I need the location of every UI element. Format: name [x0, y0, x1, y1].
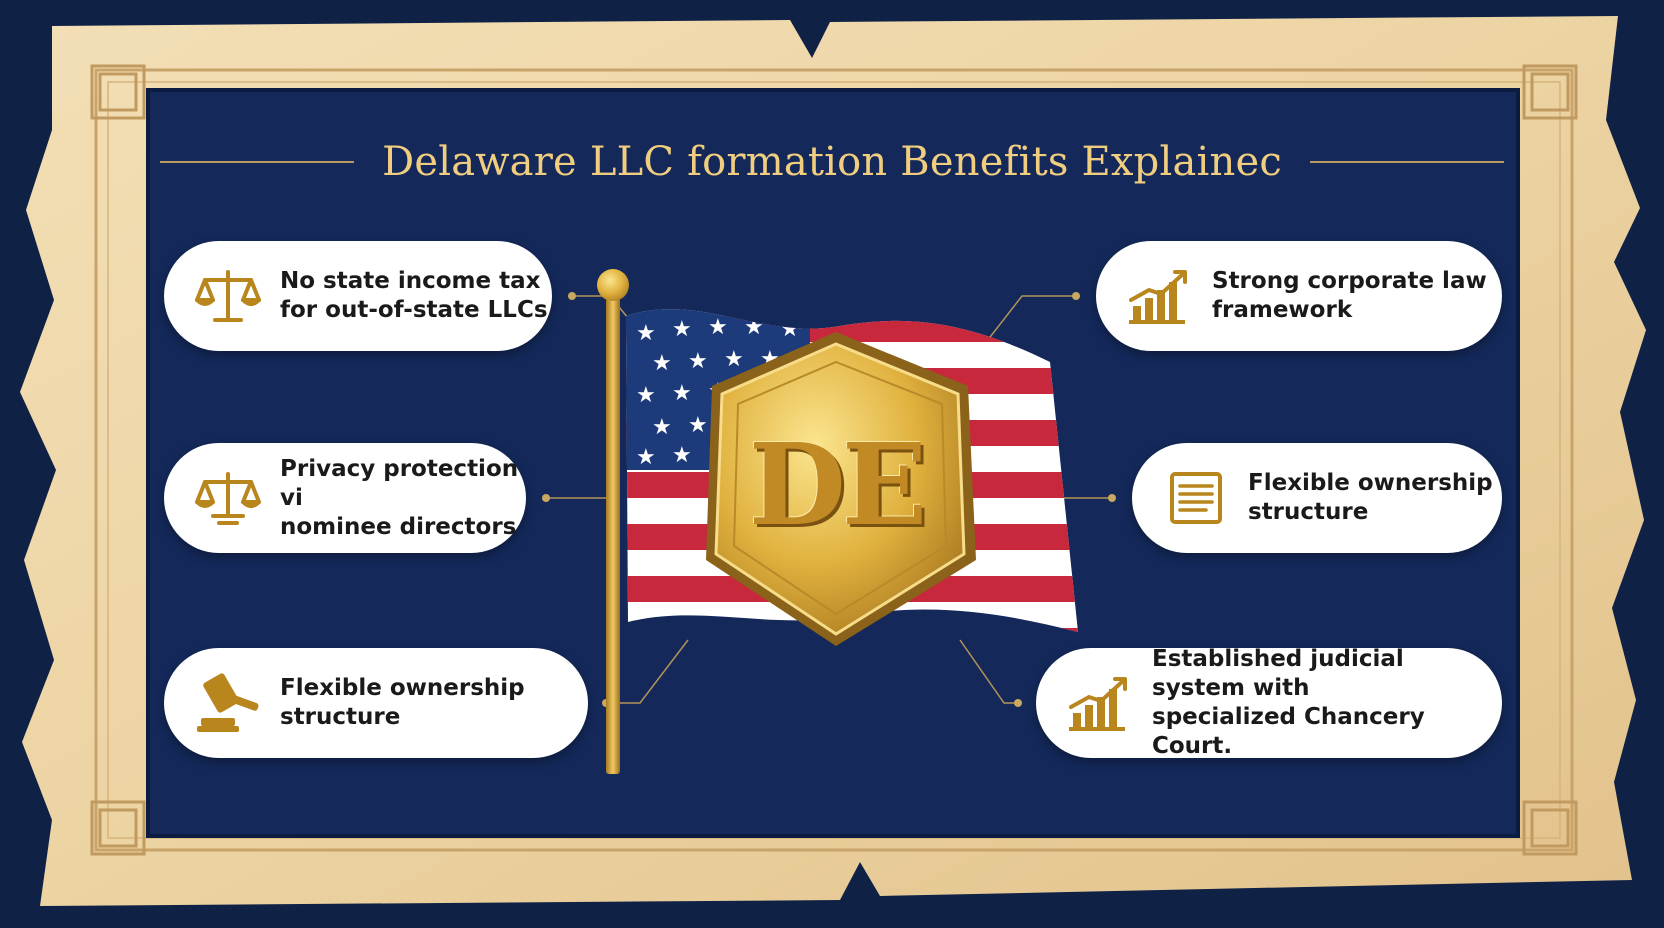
svg-text:★: ★ — [636, 445, 656, 470]
svg-text:★: ★ — [652, 415, 672, 440]
benefit-text: Flexible ownership structure — [1248, 470, 1493, 525]
svg-text:★: ★ — [652, 351, 672, 376]
title-rule-right — [1309, 161, 1505, 163]
document-icon — [1160, 462, 1232, 534]
svg-text:★: ★ — [672, 317, 692, 342]
flag-pole — [606, 294, 620, 774]
svg-text:★: ★ — [672, 381, 692, 406]
svg-text:★: ★ — [688, 349, 708, 374]
benefit-card-right-1: Strong corporate law framework — [1096, 241, 1502, 351]
svg-text:★: ★ — [636, 321, 656, 346]
benefit-card-left-3: Flexible ownership structure — [164, 648, 588, 758]
benefit-card-right-2: Flexible ownership structure — [1132, 443, 1502, 553]
benefit-text: Strong corporate law framework — [1212, 268, 1487, 323]
page-title: Delaware LLC formation Benefits Explaine… — [382, 139, 1282, 185]
svg-text:★: ★ — [636, 383, 656, 408]
benefit-text: Flexible ownership structure — [280, 675, 525, 730]
title-bar: Delaware LLC formation Benefits Explaine… — [160, 132, 1505, 192]
svg-text:★: ★ — [724, 347, 744, 372]
svg-text:★: ★ — [672, 443, 692, 468]
gavel-icon — [192, 667, 264, 739]
benefit-text: Privacy protection vi nominee directors — [280, 455, 519, 540]
benefit-text: Established judicial system with special… — [1152, 646, 1425, 759]
title-rule-left — [160, 161, 355, 163]
pole-finial — [597, 269, 629, 301]
svg-text:★: ★ — [708, 315, 728, 340]
svg-text:★: ★ — [688, 413, 708, 438]
benefit-card-left-2: Privacy protection vi nominee directors — [164, 443, 526, 553]
bar-chart-icon — [1124, 260, 1196, 332]
benefit-text: No state income tax for out-of-state LLC… — [280, 268, 548, 323]
benefit-card-left-1: No state income tax for out-of-state LLC… — [164, 241, 552, 351]
de-shield-emblem — [706, 332, 976, 646]
emblem-text: DE — [748, 419, 928, 551]
scales-icon — [192, 462, 264, 534]
bar-chart-icon — [1064, 667, 1136, 739]
scales-icon — [192, 260, 264, 332]
benefit-card-right-3: Established judicial system with special… — [1036, 646, 1502, 759]
